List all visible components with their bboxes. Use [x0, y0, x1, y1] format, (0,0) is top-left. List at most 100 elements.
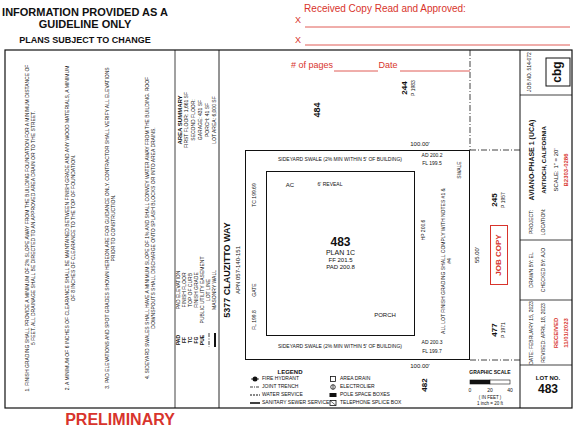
plan-label: PROJECT: [529, 210, 535, 234]
signature-mark: X [295, 16, 301, 26]
plan-label: 11/01/2023 [563, 318, 570, 348]
stamp-text: Received Copy Read and Approved: [304, 3, 466, 14]
legend-text: SANITARY SEWER SERVICE [262, 400, 329, 406]
plan-label: ( IN FEET ) [479, 396, 502, 401]
plan-label: GARAGE: 431 SF [198, 100, 204, 140]
plan-label: FG [194, 337, 200, 344]
plan-label: 244 [401, 81, 410, 94]
node-text: LOT NO. [522, 375, 574, 382]
plan-label: TC [188, 337, 194, 344]
plan-label: APN 057-140-151 [235, 246, 242, 294]
plan-label: DRAWN BY: EL [529, 252, 535, 287]
lot-number-box: LOT NO.483 [522, 368, 574, 404]
legend-symbol [330, 393, 337, 397]
date-line [400, 71, 470, 72]
legend-text: ELECTROLIER [340, 384, 375, 390]
legend-symbol [250, 387, 260, 388]
plan-label: GRAPHIC SCALE [469, 370, 510, 376]
plan-label: 20 [487, 388, 493, 394]
plan-label: AC [286, 182, 294, 189]
plan-label: 0 [469, 388, 472, 394]
notice: PLANS SUBJECT TO CHANGE [19, 36, 150, 46]
legend-symbol [330, 401, 336, 406]
plan-label: PORCH: 41 SF [205, 103, 211, 137]
plan-label: 482 [421, 378, 430, 391]
plan-label: SIDEYARD SWALE (2% MIN WITHIN 5' OF BUIL… [278, 157, 402, 163]
lot-line [470, 360, 520, 361]
legend-symbol [333, 385, 334, 390]
plan-label: AREA SUMMARY [177, 95, 184, 144]
stamp-text: Date [378, 61, 397, 71]
legend-symbol [250, 394, 260, 395]
plan-label: 5377 CLAUZITTO WAY [223, 222, 233, 318]
plan-label: PAD [176, 335, 182, 345]
plan-label: 1. FINISH GRADING SHALL PROVIDE A MINIMU… [25, 63, 36, 393]
masonry-wall-sample [214, 333, 216, 347]
plan-label: SWALE [457, 161, 463, 178]
plan-label: TOP OF CURB [188, 273, 194, 307]
notes-divider [175, 50, 176, 408]
plan-label: 245 [491, 193, 500, 206]
plan-label: TC 199.69 [252, 183, 258, 206]
plan-label: MASONRY WALL [212, 270, 218, 310]
node-text: PAD 200.8 [267, 265, 414, 272]
plan-label: P 1957 [501, 192, 507, 208]
logo-box [546, 58, 570, 86]
legend-text: FIRE HYDRANT [262, 376, 299, 382]
plan-label: PUE [200, 335, 206, 345]
signature-mark: X [295, 36, 301, 46]
title-block-rule [520, 365, 572, 366]
node-text: PLAN 1C [267, 249, 414, 257]
plan-label: AVIANO-PHASE 1 (UCA) [528, 120, 536, 201]
node-text: 483 [522, 382, 574, 396]
plan-label: 3. PAD ELEVATIONS AND SPOT GRADES SHOWN … [105, 63, 116, 393]
plan-label: P 1983 [411, 80, 417, 96]
plan-label: SCALE: 1" = 20' [553, 148, 560, 191]
plan-label: cbg [551, 61, 564, 82]
plan-label: PUBLIC UTILITY EASEMENT [200, 257, 206, 324]
plan-label: P 1971 [501, 322, 507, 338]
plan-label: DATE: FEBRUARY 15, 2023 [529, 301, 535, 365]
plan-label: JOB NO. 514-072 [527, 52, 533, 92]
plan-label: 4. SIDEYARD SWALES SHALL HAVE A MINIMUM … [145, 63, 156, 393]
legend-symbol [250, 402, 260, 404]
plan-label: FL 199.7 [422, 349, 442, 355]
sheet-frame [5, 50, 572, 408]
plan-label: FINISH GRADE [194, 272, 200, 308]
plan-label: FF [182, 337, 188, 343]
title-block-rule [520, 300, 572, 301]
scale-bar [470, 380, 490, 384]
watermark: PRELIMINARY [65, 411, 175, 429]
lot-line-sample [209, 333, 210, 347]
plan-label: CHECKED BY: AJO [541, 248, 547, 292]
node-text: ALL LOT FINISH GRADING SHALL COMPLY WITH… [441, 186, 452, 336]
plan-label: REVISED: APRIL 18, 2023 [541, 303, 547, 363]
plan-label: LEGEND [277, 369, 302, 376]
plan-label: SIDEYARD SWALE (2% MIN WITHIN 5' OF BUIL… [278, 344, 402, 350]
plan-label: 477 [491, 323, 500, 336]
plan-label: PORCH [374, 312, 396, 319]
scale-bar [490, 380, 510, 384]
plan-label: ANTIOCH, CALIFORNIA [541, 126, 548, 194]
job-copy-stamp: JOB COPY [490, 225, 508, 285]
lot-line [470, 150, 520, 151]
signature-line [305, 45, 570, 46]
plan-label: FL 199.8 [252, 310, 258, 330]
legend-text: WATER SERVICE [262, 392, 303, 398]
legend-symbol [331, 385, 336, 390]
plan-label: FIRST FLOOR: 1,661 SF [184, 92, 190, 148]
plan-label: 1 inch = 20 ft [477, 402, 503, 407]
plan-label: RECEIVED [553, 318, 560, 349]
plan-label: HP 200.6 [421, 220, 427, 241]
node-text: 483 [267, 235, 414, 249]
legend-text: AREA DRAIN [340, 376, 370, 382]
title-block-rule [520, 95, 572, 96]
legend-text: POLE SPACE BOXES [340, 392, 390, 398]
title-block-rule [520, 240, 572, 241]
plan-label: FL 199.5 [422, 161, 442, 167]
node-text: FF 201.5 [267, 258, 414, 265]
legend-symbol [330, 401, 336, 406]
